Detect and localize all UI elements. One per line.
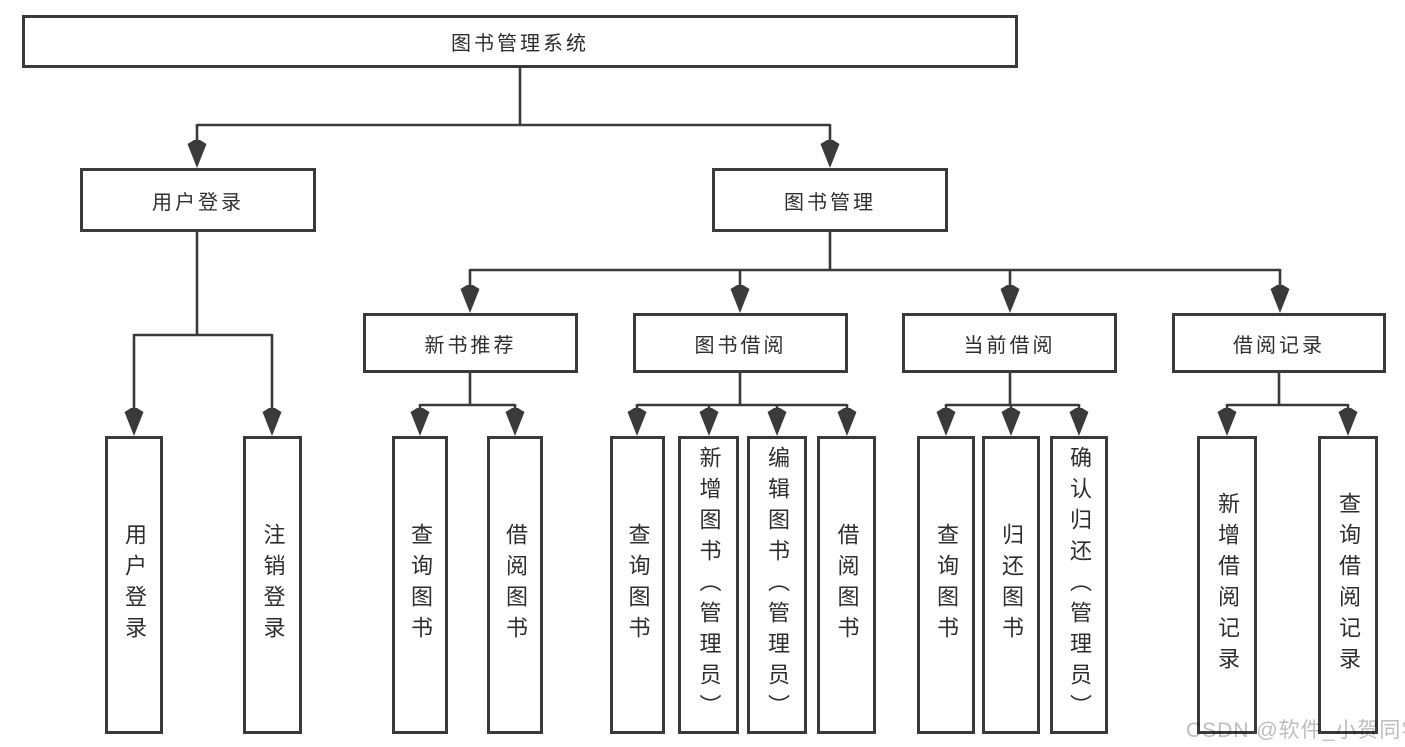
leaf-records-query-record: 查询借阅记录 [1318, 436, 1378, 734]
node-current-borrow: 当前借阅 [902, 313, 1117, 373]
arrowhead-icon [505, 408, 525, 436]
arrowhead-icon [262, 408, 282, 436]
arrowhead-icon [1338, 408, 1358, 436]
arrowhead-icon [936, 408, 956, 436]
leaf-newbook-borrow-books: 借阅图书 [487, 436, 543, 734]
leaf-logout: 注销登录 [243, 436, 302, 734]
leaf-current-query-books: 查询图书 [917, 436, 975, 734]
node-book-borrow: 图书借阅 [633, 313, 848, 373]
arrowhead-icon [627, 408, 647, 436]
node-book-management: 图书管理 [712, 168, 948, 232]
arrowhead-icon [124, 408, 144, 436]
arrowhead-icon [1270, 285, 1290, 313]
arrowhead-icon [820, 140, 840, 168]
leaf-borrow-add-books-admin: 新增图书（管理员） [678, 436, 739, 734]
arrowhead-icon [1217, 408, 1237, 436]
leaf-newbook-query-books: 查询图书 [392, 436, 448, 734]
arrowhead-icon [730, 285, 750, 313]
arrowhead-icon [1000, 285, 1020, 313]
arrowhead-icon [837, 408, 857, 436]
node-new-book-recommend: 新书推荐 [363, 313, 578, 373]
leaf-borrow-query-books: 查询图书 [610, 436, 665, 734]
arrowhead-icon [187, 140, 207, 168]
leaf-current-confirm-return-admin: 确认归还（管理员） [1050, 436, 1108, 734]
node-user-login: 用户登录 [80, 168, 316, 232]
arrowhead-icon [767, 408, 787, 436]
watermark: CSDN @软件_小贺同学 [1186, 719, 1405, 742]
arrowhead-icon [460, 285, 480, 313]
arrowhead-icon [699, 408, 719, 436]
arrowhead-icon [410, 408, 430, 436]
leaf-current-return-books: 归还图书 [982, 436, 1040, 734]
leaf-borrow-edit-books-admin: 编辑图书（管理员） [747, 436, 807, 734]
arrowhead-icon [1069, 408, 1089, 436]
node-borrow-records: 借阅记录 [1172, 313, 1386, 373]
node-root: 图书管理系统 [22, 15, 1018, 68]
leaf-user-login: 用户登录 [105, 436, 163, 734]
arrowhead-icon [1001, 408, 1021, 436]
leaf-records-add-record: 新增借阅记录 [1197, 436, 1257, 734]
leaf-borrow-borrow-books: 借阅图书 [817, 436, 876, 734]
